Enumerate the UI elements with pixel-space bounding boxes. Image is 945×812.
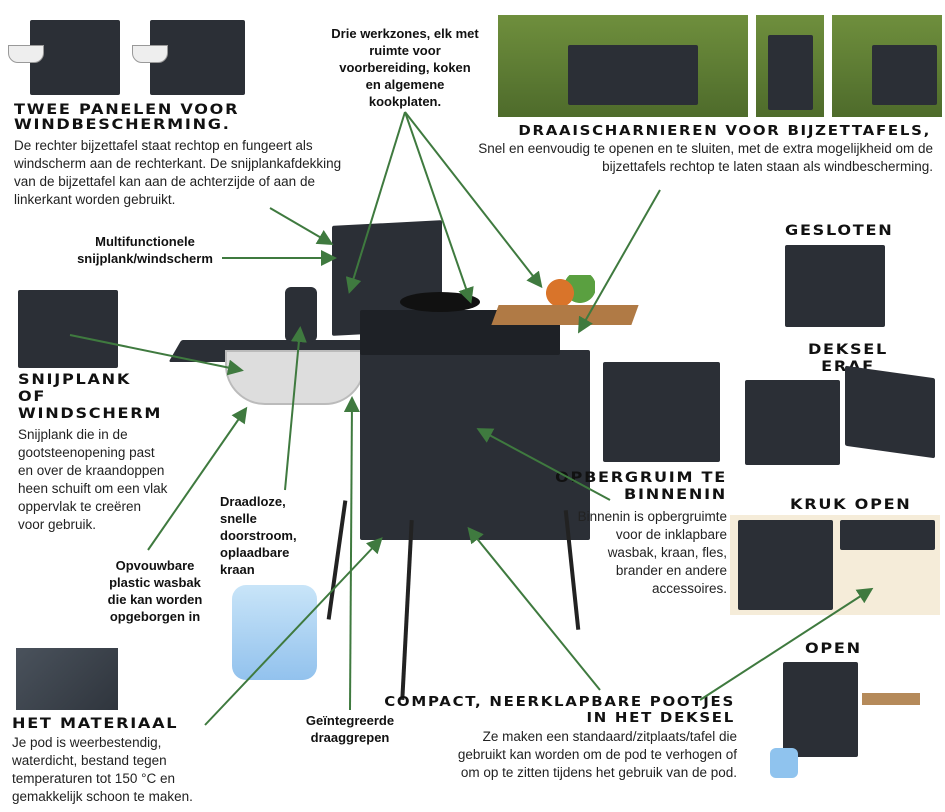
photo-open — [783, 662, 858, 757]
panels-text: De rechter bijzettafel staat rechtop en … — [14, 138, 342, 207]
zones-label: Drie werkzones, elk met ruimte voor voor… — [331, 26, 479, 109]
arrow-handles — [343, 396, 360, 711]
arrow-sink — [147, 406, 248, 551]
photo-sink-2 — [132, 45, 168, 63]
state-open-label: Open — [805, 641, 862, 657]
storage-title: Opbergruim te binnenin — [555, 470, 727, 503]
photo-hinge-closeup-1 — [756, 15, 824, 117]
photo-cutting-board — [18, 290, 118, 368]
photo-open-board — [862, 693, 920, 705]
legs-text: Ze maken een standaard/zitplaats/tafel d… — [457, 729, 737, 780]
photo-hinge-stove — [498, 15, 748, 117]
arrow-open — [699, 587, 874, 701]
water-bottle — [232, 585, 317, 680]
photo-sink-1 — [8, 45, 44, 63]
arrow-legs — [467, 526, 601, 691]
arrow-material — [204, 537, 383, 726]
photo-hinge-closeup-2 — [832, 15, 942, 117]
arrow-zone-3 — [404, 111, 543, 289]
photo-storage — [603, 362, 720, 462]
arrow-zone-2 — [404, 111, 474, 304]
material-text: Je pod is weerbestendig, waterdicht, bes… — [12, 735, 193, 804]
board-text: Snijplank die in de gootsteenopening pas… — [18, 427, 168, 532]
arrow-storage — [476, 428, 611, 501]
tap-label: Draadloze, snelle doorstroom, oplaadbare… — [220, 494, 297, 577]
pod-body — [360, 350, 590, 540]
arrow-board — [69, 334, 244, 376]
photo-open-bottle — [770, 748, 798, 778]
board-title: Snijplank of windscherm — [18, 372, 163, 422]
multi-label: Multifunctionele snijplank/windscherm — [77, 234, 213, 266]
photo-stool-lid — [840, 520, 935, 550]
state-closed-label: Gesloten — [785, 223, 894, 239]
photo-pod-open-1 — [30, 20, 120, 95]
state-stool-label: Kruk open — [790, 497, 912, 513]
photo-material — [16, 648, 118, 710]
photo-stool-box — [738, 520, 833, 610]
legs-title: Compact, neerklapbare pootjes in het dek… — [384, 695, 735, 726]
material-title: Het materiaal — [12, 716, 179, 732]
arrow-panels — [269, 207, 334, 246]
arrow-hinges — [578, 189, 661, 334]
sink-label: Opvouwbare plastic wasbak die kan worden… — [107, 558, 203, 624]
storage-text: Binnenin is opbergruimte voor de inklapb… — [577, 509, 727, 596]
hinges-text: Snel en eenvoudig te openen en te sluite… — [478, 141, 933, 174]
hinges-title: Draaischarnieren voor bijzettafels, — [518, 124, 931, 139]
arrow-tap — [284, 326, 307, 491]
pod-vegetables — [545, 275, 595, 305]
arrow-zone-1 — [345, 111, 406, 294]
panels-title: Twee panelen voor windbescherming. — [14, 102, 240, 133]
photo-closed — [785, 245, 885, 327]
handles-label: Geïntegreerde draaggrepen — [305, 713, 395, 745]
photo-lid-off — [745, 380, 840, 465]
